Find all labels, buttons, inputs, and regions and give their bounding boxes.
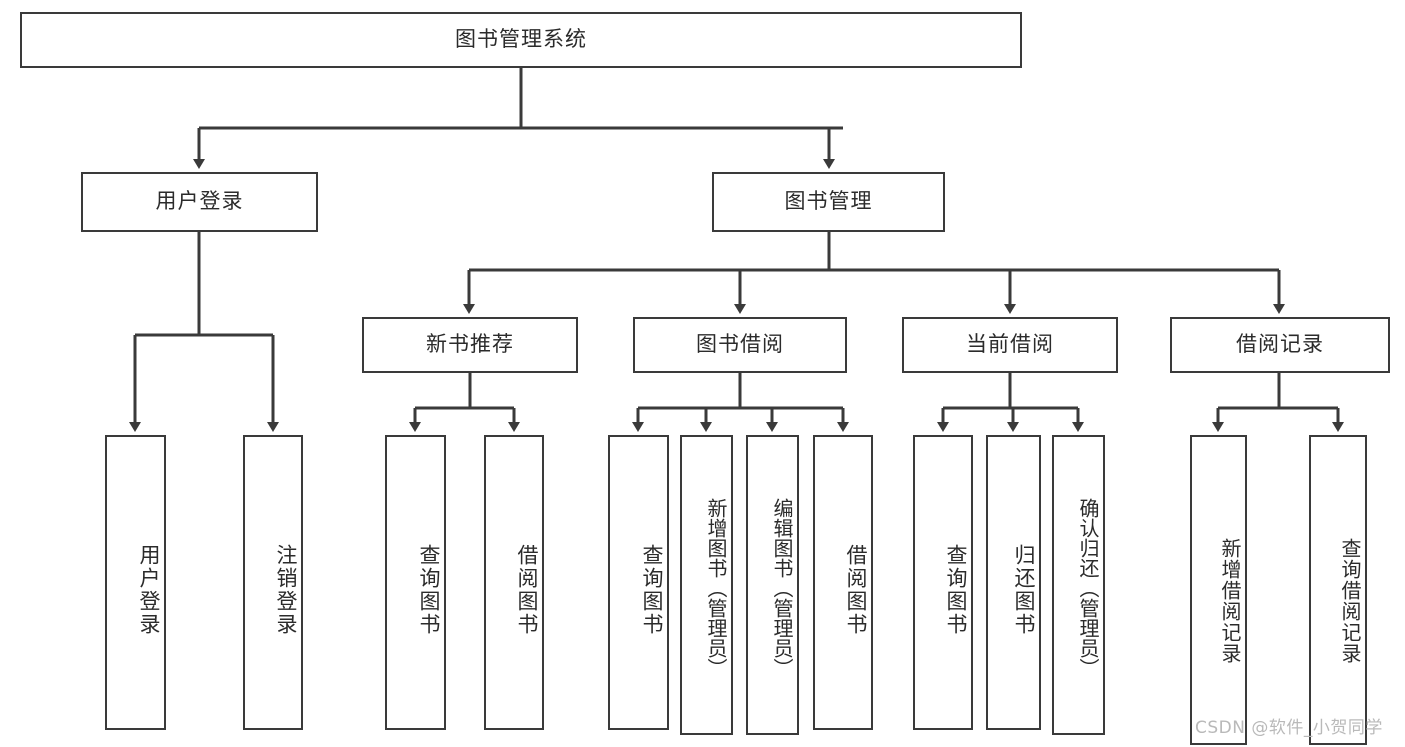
node-current-borrow-label: 当前借阅 [966, 332, 1054, 357]
node-leaf-edit-book[interactable]: 编辑图书（管理员） [746, 435, 799, 735]
node-leaf-confirm-return-label: 确认归还（管理员） [1076, 498, 1100, 678]
node-leaf-borrow-book-2[interactable]: 借阅图书 [813, 435, 873, 730]
node-leaf-user-login[interactable]: 用户登录 [105, 435, 166, 730]
node-leaf-add-record[interactable]: 新增借阅记录 [1190, 435, 1247, 745]
node-book-manage[interactable]: 图书管理 [712, 172, 945, 232]
node-current-borrow[interactable]: 当前借阅 [902, 317, 1118, 373]
node-leaf-edit-book-label: 编辑图书（管理员） [770, 498, 794, 678]
node-leaf-borrow-book-1[interactable]: 借阅图书 [484, 435, 544, 730]
node-leaf-user-logout-label: 注销登录 [274, 543, 298, 636]
node-leaf-user-logout[interactable]: 注销登录 [243, 435, 303, 730]
node-leaf-query-record-label: 查询借阅记录 [1338, 538, 1362, 664]
node-leaf-return-book-label: 归还图书 [1012, 543, 1036, 636]
node-leaf-borrow-book-1-label: 借阅图书 [515, 543, 539, 636]
node-leaf-return-book[interactable]: 归还图书 [986, 435, 1041, 730]
node-book-borrow-label: 图书借阅 [696, 332, 784, 357]
node-user-login-label: 用户登录 [155, 189, 244, 214]
node-user-login[interactable]: 用户登录 [81, 172, 318, 232]
node-leaf-add-book-label: 新增图书（管理员） [704, 498, 728, 678]
node-book-borrow[interactable]: 图书借阅 [633, 317, 847, 373]
node-new-book-rec[interactable]: 新书推荐 [362, 317, 578, 373]
node-leaf-confirm-return[interactable]: 确认归还（管理员） [1052, 435, 1105, 735]
node-leaf-query-book-3[interactable]: 查询图书 [913, 435, 973, 730]
node-leaf-query-record[interactable]: 查询借阅记录 [1309, 435, 1367, 745]
node-root-label: 图书管理系统 [455, 27, 587, 52]
node-root[interactable]: 图书管理系统 [20, 12, 1022, 68]
node-borrow-record-label: 借阅记录 [1236, 332, 1324, 357]
node-leaf-query-book-2-label: 查询图书 [640, 543, 664, 636]
node-leaf-query-book-1-label: 查询图书 [417, 543, 441, 636]
node-leaf-query-book-2[interactable]: 查询图书 [608, 435, 669, 730]
node-leaf-add-book[interactable]: 新增图书（管理员） [680, 435, 733, 735]
node-leaf-user-login-label: 用户登录 [137, 543, 161, 636]
csdn-watermark: CSDN @软件_小贺同学 [1195, 718, 1383, 738]
node-book-manage-label: 图书管理 [784, 189, 873, 214]
node-leaf-borrow-book-2-label: 借阅图书 [844, 543, 868, 636]
node-borrow-record[interactable]: 借阅记录 [1170, 317, 1390, 373]
node-leaf-query-book-1[interactable]: 查询图书 [385, 435, 446, 730]
node-leaf-query-book-3-label: 查询图书 [944, 543, 968, 636]
node-new-book-rec-label: 新书推荐 [426, 332, 514, 357]
node-leaf-add-record-label: 新增借阅记录 [1218, 538, 1242, 664]
